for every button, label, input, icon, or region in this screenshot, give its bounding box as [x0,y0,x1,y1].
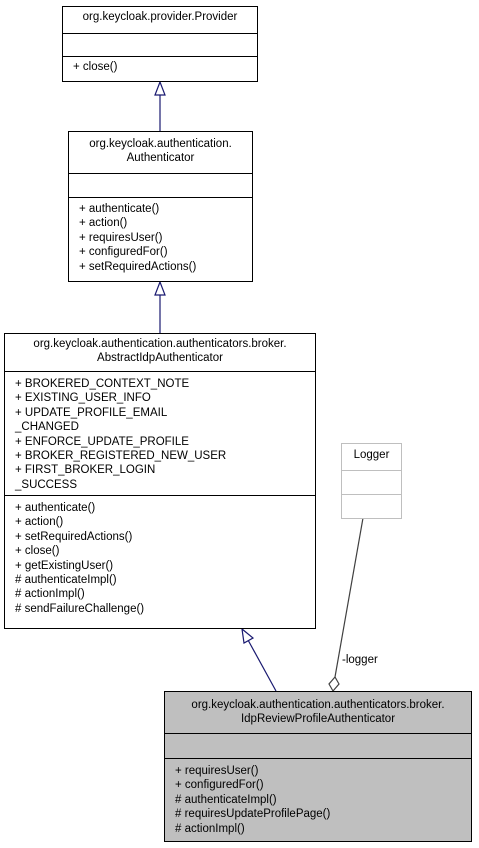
attribute: + BROKER_REGISTERED_NEW_USER [15,450,227,463]
methods-section: + authenticate() + action() + setRequire… [5,495,315,628]
method: + authenticate() [79,203,160,215]
logger-relation-label: -logger [342,654,378,666]
method: + setRequiredActions() [79,260,197,273]
edge-idpreview-to-abstractidp [247,639,277,692]
attributes-section [342,470,401,494]
method: + close() [15,545,60,558]
class-title: org.keycloak.authentication.authenticato… [165,692,471,733]
edge-logger-aggregation [334,517,364,678]
inheritance-arrow-abstractidp [241,627,255,644]
method: # authenticateImpl() [15,574,117,587]
class-title-line: org.keycloak.provider.Provider [82,11,238,23]
attributes-section: + BROKERED_CONTEXT_NOTE + EXISTING_USER_… [5,371,315,495]
method: + authenticate() [15,502,96,514]
attributes-section [165,733,471,758]
class-logger: Logger [341,443,402,519]
method: + requiresUser() [175,765,259,777]
method: + setRequiredActions() [15,530,133,543]
method: + configuredFor() [175,779,264,792]
attribute: + BROKERED_CONTEXT_NOTE [15,378,190,390]
methods-section: + authenticate() + action() + requiresUs… [69,197,252,281]
class-idp-review-profile-authenticator: org.keycloak.authentication.authenticato… [164,691,472,842]
method: + action() [15,516,64,529]
class-abstract-idp-authenticator: org.keycloak.authentication.authenticato… [4,333,316,629]
class-provider: org.keycloak.provider.Provider + close() [62,6,258,82]
attribute: + ENFORCE_UPDATE_PROFILE [15,435,189,448]
method: # requiresUpdateProfilePage() [175,808,331,821]
class-title: org.keycloak.provider.Provider [63,7,257,33]
attribute: + FIRST_BROKER_LOGIN [15,464,156,477]
class-authenticator: org.keycloak.authentication. Authenticat… [68,131,253,282]
attribute: _SUCCESS [15,478,77,491]
aggregation-diamond [328,675,340,693]
method: # authenticateImpl() [175,793,277,806]
class-title-line: IdpReviewProfileAuthenticator [240,713,396,726]
method: + getExistingUser() [15,559,114,572]
method: + close() [73,61,118,73]
attributes-section [63,33,257,56]
class-title: org.keycloak.authentication. Authenticat… [69,132,252,173]
method: # sendFailureChallenge() [15,602,145,615]
attribute: _CHANGED [15,421,79,434]
class-title-line: org.keycloak.authentication.authenticato… [33,338,287,350]
methods-section: + close() [63,56,257,81]
method: + configuredFor() [79,246,168,259]
class-title-line: Authenticator [126,152,195,165]
method: + requiresUser() [79,231,163,244]
attribute: + EXISTING_USER_INFO [15,392,151,405]
methods-section: + requiresUser() + configuredFor() # aut… [165,758,471,841]
class-title: org.keycloak.authentication.authenticato… [5,334,315,371]
class-title-line: AbstractIdpAuthenticator [97,352,223,365]
method: # actionImpl() [15,588,85,601]
attributes-section [69,173,252,197]
inheritance-arrow-authenticator [154,280,166,296]
attribute: + UPDATE_PROFILE_EMAIL [15,406,168,419]
method: # actionImpl() [175,822,245,835]
inheritance-arrow-provider [154,80,166,96]
class-title-line: org.keycloak.authentication.authenticato… [191,699,445,711]
methods-section [342,494,401,518]
class-title-line: org.keycloak.authentication. [89,138,232,150]
method: + action() [79,217,128,230]
class-title-line: Logger [353,449,390,461]
class-title: Logger [342,444,401,470]
